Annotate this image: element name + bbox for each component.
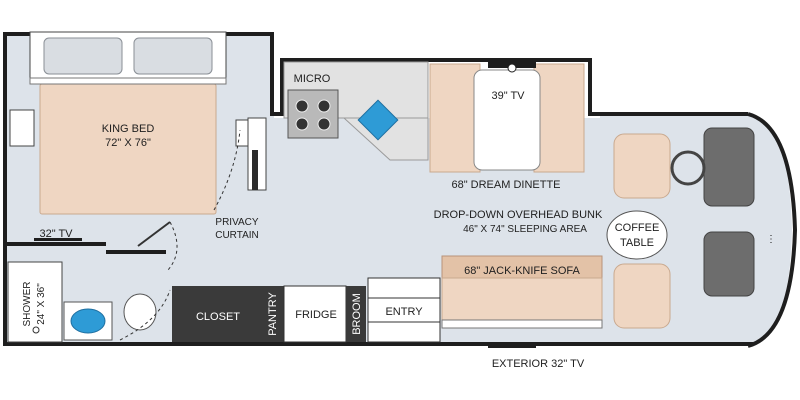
sofa-label: 68" JACK-KNIFE SOFA [464,265,580,277]
coffee-table-label-2: TABLE [620,237,654,249]
entry-label: ENTRY [385,306,423,318]
king-bed-label: KING BED [102,123,155,135]
shower-label-1: SHOWER [22,282,33,327]
kitchen-counter [283,61,429,161]
coffee-table-label-1: COFFEE [615,222,660,234]
overhead-bunk-size: 46" X 74" SLEEPING AREA [463,224,587,235]
shower-label-2: 24" X 36" [36,283,47,325]
privacy-curtain-label-2: CURTAIN [215,230,259,241]
broom-label: BROOM [351,293,363,335]
micro-label: MICRO [294,73,331,85]
cab-seats [613,127,755,329]
king-bed [29,31,227,215]
bathroom-fixtures [63,289,171,341]
tv-32-label: 32" TV [39,228,73,240]
coffee-table [606,210,668,260]
jack-knife-sofa [441,255,603,329]
tv-39-label: 39" TV [491,90,525,102]
entry-steps [367,277,441,343]
exterior-tv [488,344,536,348]
exterior-tv-label: EXTERIOR 32" TV [492,358,585,370]
overhead-bunk-label: DROP-DOWN OVERHEAD BUNK [434,209,603,221]
closet-label: CLOSET [196,311,240,323]
dream-dinette-label: 68" DREAM DINETTE [451,179,560,191]
bedroom-side-cabinets [9,109,267,191]
exterior-walls [3,32,798,348]
bedroom-door [137,129,241,271]
dream-dinette [429,62,585,173]
privacy-curtain-label-1: PRIVACY [215,217,258,228]
shower [7,261,63,343]
pantry-label: PANTRY [267,292,279,336]
dimension-marks: ⋮ [766,234,776,245]
king-bed-size: 72" X 76" [105,137,151,149]
storage-block [172,285,366,343]
bedroom-tv-wall [6,238,166,254]
fridge-label: FRIDGE [295,309,337,321]
